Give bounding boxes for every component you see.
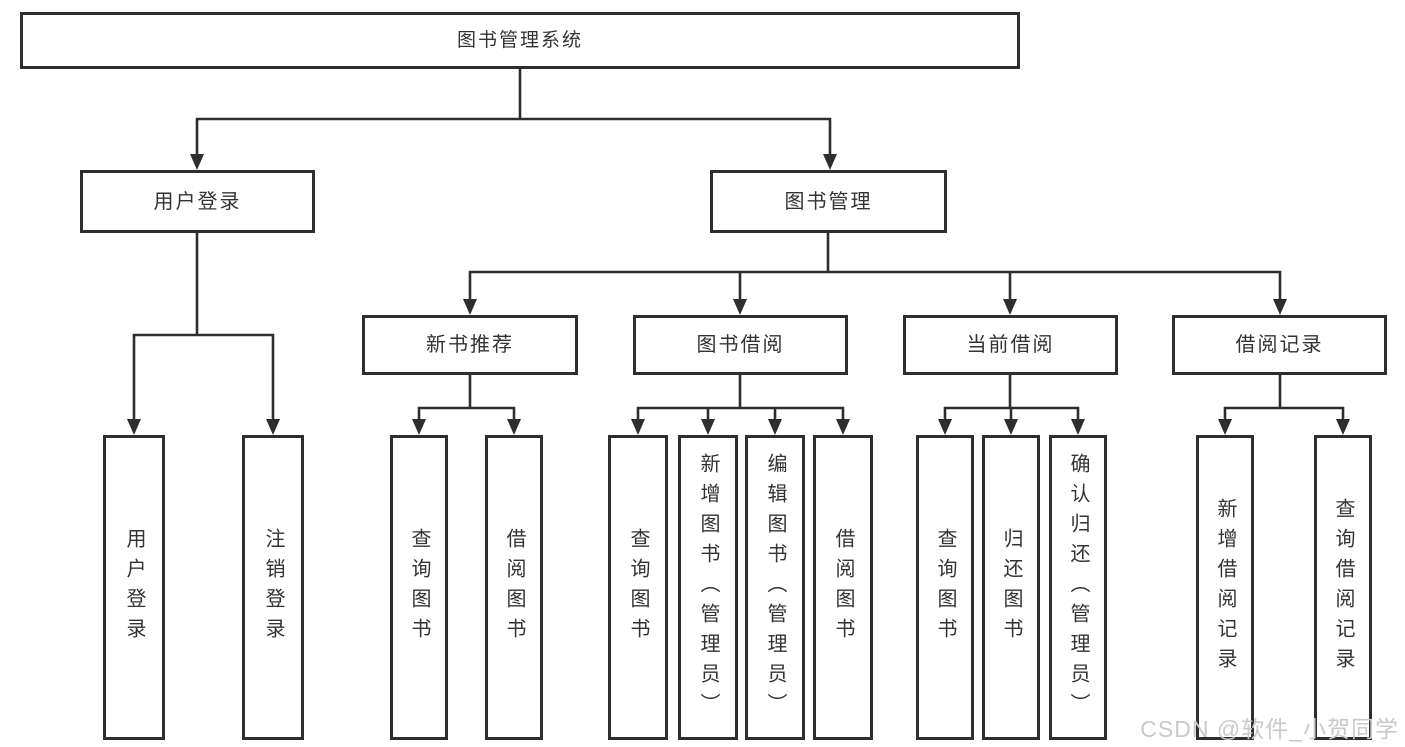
node-book-borrow: 图书借阅	[633, 315, 848, 375]
leaf-current-query-book: 查询图书	[916, 435, 974, 740]
leaf-borrow-edit-book-admin: 编辑图书（管理员）	[745, 435, 805, 740]
leaf-rec-query-book: 查询图书	[390, 435, 448, 740]
csdn-watermark: CSDN @软件_小贺同学	[1140, 716, 1399, 742]
leaf-borrow-borrow-book: 借阅图书	[813, 435, 873, 740]
leaf-logout: 注销登录	[242, 435, 304, 740]
node-new-book-recommend: 新书推荐	[362, 315, 578, 375]
node-book-management: 图书管理	[710, 170, 947, 233]
leaf-rec-borrow-book: 借阅图书	[485, 435, 543, 740]
leaf-records-query-record: 查询借阅记录	[1314, 435, 1372, 740]
node-library-system: 图书管理系统	[20, 12, 1020, 69]
node-current-borrow: 当前借阅	[903, 315, 1118, 375]
leaf-user-login: 用户登录	[103, 435, 165, 740]
leaf-records-add-record: 新增借阅记录	[1196, 435, 1254, 740]
node-borrow-records: 借阅记录	[1172, 315, 1387, 375]
leaf-current-return-book: 归还图书	[982, 435, 1040, 740]
leaf-borrow-add-book-admin: 新增图书（管理员）	[678, 435, 738, 740]
leaf-current-confirm-return-admin: 确认归还（管理员）	[1049, 435, 1107, 740]
node-user-login: 用户登录	[80, 170, 315, 233]
leaf-borrow-query-book: 查询图书	[608, 435, 668, 740]
